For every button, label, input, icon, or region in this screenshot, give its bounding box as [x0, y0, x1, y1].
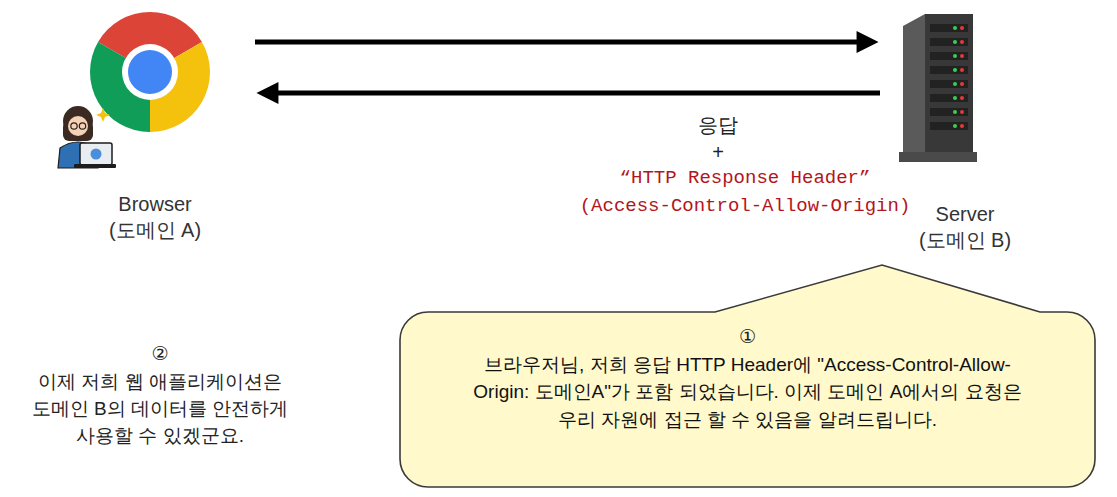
- led: [953, 96, 957, 100]
- laptop: [80, 143, 112, 165]
- led: [960, 96, 964, 100]
- led: [953, 26, 957, 30]
- led: [960, 110, 964, 114]
- led: [960, 82, 964, 86]
- led: [953, 40, 957, 44]
- callout-number: ①: [718, 324, 778, 351]
- logo-center: [128, 50, 172, 94]
- led: [960, 54, 964, 58]
- led: [960, 68, 964, 72]
- browser-node: Browser (도메인 A): [55, 5, 255, 248]
- slot: [930, 66, 968, 74]
- callout-text: 브라우저님, 저희 응답 HTTP Header에 "Access-Contro…: [468, 351, 1028, 434]
- slot: [930, 122, 968, 130]
- slot: [930, 52, 968, 60]
- header-label: (Access-Control-Allow-Origin): [565, 194, 925, 219]
- slot: [930, 24, 968, 32]
- plus-sign: +: [688, 139, 748, 165]
- node-label: Browser (도메인 A): [95, 191, 215, 243]
- server-front: [925, 14, 973, 152]
- led: [953, 124, 957, 128]
- slot: [930, 94, 968, 102]
- glasses: [79, 123, 85, 129]
- laptop-logo: [91, 149, 102, 160]
- header-label: “HTTP Response Header”: [580, 166, 910, 191]
- arrow-connector: [255, 40, 868, 45]
- sparkle: [96, 108, 110, 122]
- led: [953, 110, 957, 114]
- slot: [930, 80, 968, 88]
- server-side: [903, 14, 925, 160]
- led: [953, 54, 957, 58]
- glasses: [71, 123, 77, 129]
- led: [953, 68, 957, 72]
- node-label: Server (도메인 B): [905, 201, 1025, 253]
- led: [960, 40, 964, 44]
- bubble-shape: [400, 265, 1095, 487]
- callout-number: ②: [130, 342, 190, 367]
- edge-label: 응답: [678, 112, 758, 138]
- led: [960, 26, 964, 30]
- server-base: [899, 152, 977, 162]
- laptop-base: [74, 164, 116, 168]
- note-text: 이제 저희 웹 애플리케이션은 도메인 B의 데이터를 안전하게 사용할 수 있…: [10, 369, 310, 450]
- arrow-connector: [267, 91, 880, 96]
- led: [953, 82, 957, 86]
- led: [960, 124, 964, 128]
- chrome-logo: [90, 12, 210, 132]
- server-node: Server (도메인 B): [880, 5, 1050, 257]
- server-slots: [930, 24, 968, 130]
- slot: [930, 108, 968, 116]
- callout-bubble: ①브라우저님, 저희 응답 HTTP Header에 "Access-Contr…: [400, 312, 1095, 487]
- slot: [930, 38, 968, 46]
- logo-ring: [122, 44, 178, 100]
- server-icon: [899, 14, 977, 162]
- developer-figure: [58, 106, 116, 168]
- face: [68, 116, 88, 136]
